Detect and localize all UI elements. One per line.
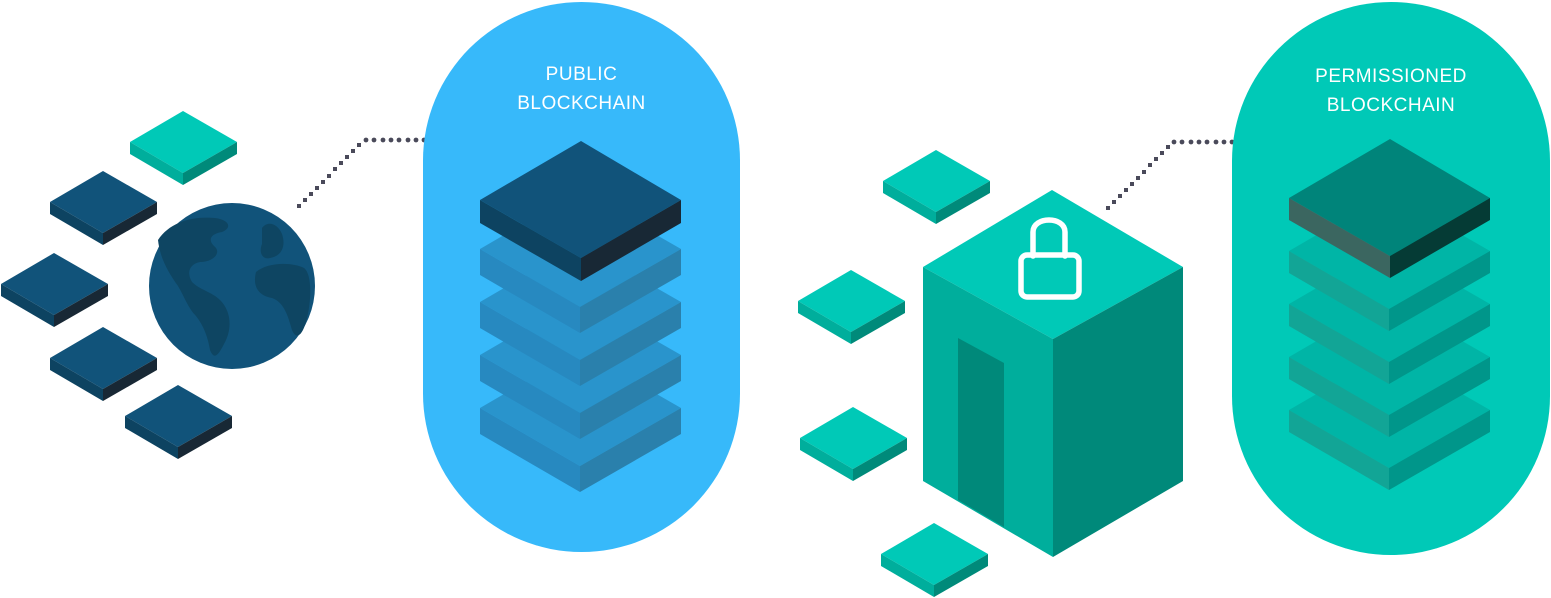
node-tile	[1, 253, 108, 327]
public-blockchain-title: PUBLIC BLOCKCHAIN	[423, 60, 740, 118]
top-block	[480, 141, 681, 281]
node-tile	[130, 111, 237, 185]
node-tile	[50, 171, 157, 245]
title-line: PUBLIC	[545, 64, 618, 85]
top-block	[1289, 139, 1490, 278]
node-tile	[798, 270, 905, 344]
title-line: BLOCKCHAIN	[1326, 95, 1456, 116]
node-tile	[50, 327, 157, 401]
secure-building	[923, 190, 1183, 557]
permissioned-blockchain-panel	[1232, 2, 1550, 555]
public-blockchain-panel	[423, 2, 740, 552]
node-tile	[883, 150, 990, 224]
node-tile	[800, 407, 907, 481]
lock-icon	[1018, 217, 1082, 300]
node-tile	[881, 523, 988, 597]
globe-icon	[149, 203, 315, 369]
node-tile	[125, 385, 232, 459]
permissioned-blockchain-title: PERMISSIONED BLOCKCHAIN	[1232, 62, 1550, 120]
title-line: PERMISSIONED	[1315, 66, 1467, 87]
title-line: BLOCKCHAIN	[517, 93, 646, 114]
